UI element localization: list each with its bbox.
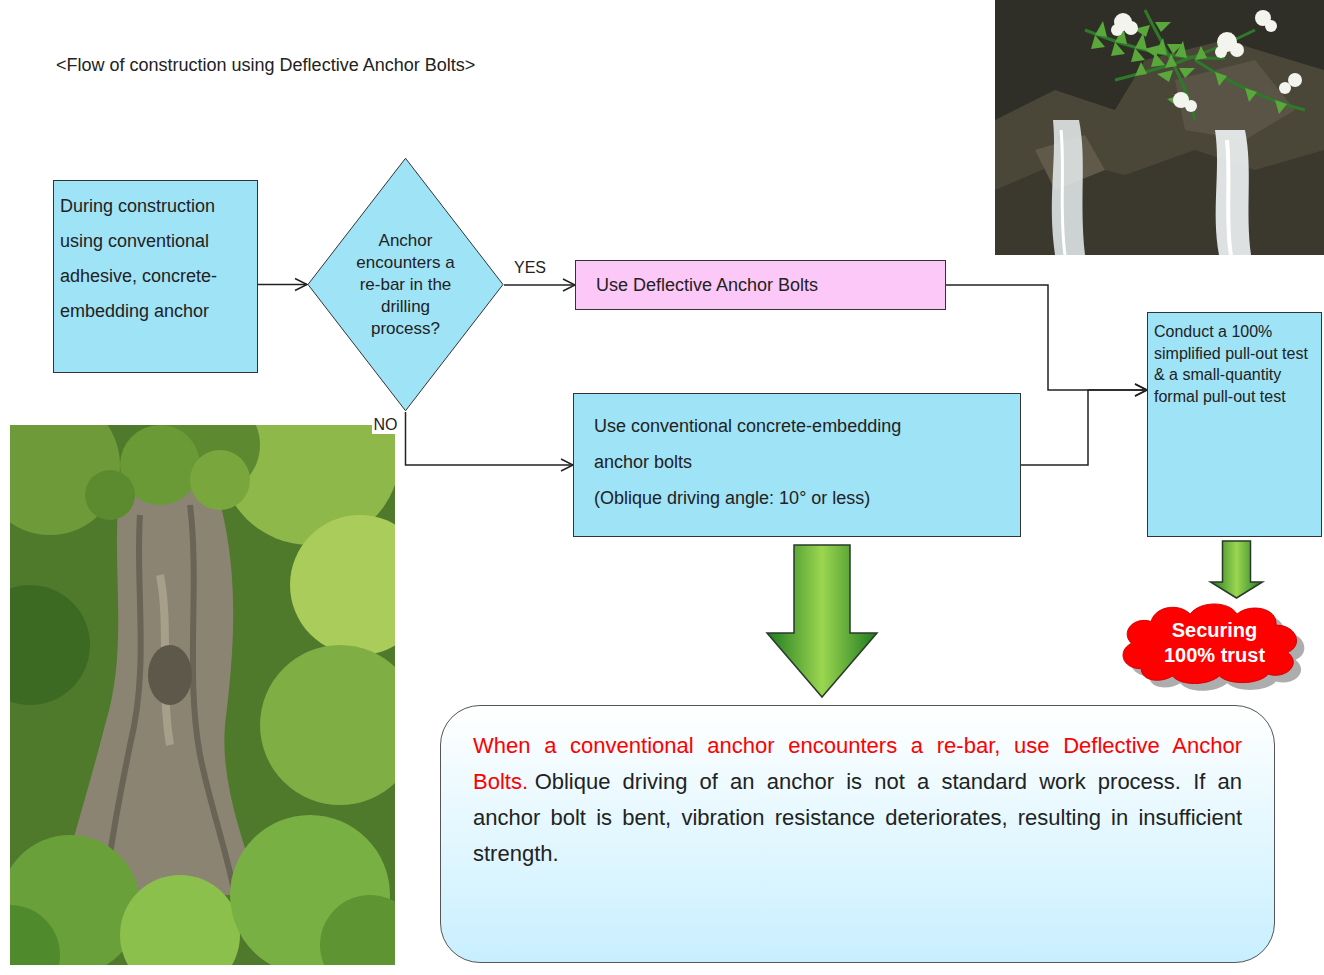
diagram-title: <Flow of construction using Deflective A… bbox=[56, 55, 475, 76]
node-text: Use conventional concrete-embedding anch… bbox=[594, 408, 954, 480]
connector-line bbox=[258, 284, 307, 286]
block-arrow bbox=[1211, 541, 1263, 598]
connector-line bbox=[406, 412, 574, 465]
arrow-head bbox=[295, 279, 307, 291]
test-box: Conduct a 100% simplified pull-out test … bbox=[1147, 312, 1322, 537]
connector-line bbox=[946, 285, 1147, 390]
node-text: Use Deflective Anchor Bolts bbox=[596, 275, 818, 296]
connector-arrow bbox=[946, 285, 1147, 396]
connector-arrow bbox=[504, 279, 575, 291]
connector-arrow bbox=[767, 545, 877, 697]
cloud-shape bbox=[1123, 604, 1297, 684]
node-text: (Oblique driving angle: 10° or less) bbox=[594, 480, 1000, 516]
connector-arrow bbox=[1021, 384, 1147, 465]
connector-line bbox=[504, 284, 575, 286]
node-text: Oblique driving of an anchor is not a st… bbox=[473, 769, 1242, 866]
waterfall-photo bbox=[995, 0, 1324, 255]
diamond-shape bbox=[308, 158, 503, 410]
edge-label: YES bbox=[512, 259, 548, 277]
arrow-head bbox=[563, 279, 575, 291]
arrow-head bbox=[561, 459, 573, 471]
note-box: When a conventional anchor encounters a … bbox=[440, 705, 1275, 963]
connector-arrow bbox=[258, 279, 307, 291]
process-box: Use Deflective Anchor Bolts bbox=[575, 260, 946, 310]
arrow-head bbox=[1135, 384, 1147, 396]
node-text: Anchor encounters a re-bar in the drilli… bbox=[346, 230, 466, 340]
block-arrow bbox=[767, 545, 877, 697]
process-box: Use conventional concrete-embedding anch… bbox=[573, 393, 1021, 537]
decision-diamond: Anchor encounters a re-bar in the drilli… bbox=[307, 157, 504, 412]
connector-arrow bbox=[1211, 541, 1263, 598]
tree-photo bbox=[10, 425, 395, 965]
edge-label: NO bbox=[372, 416, 400, 434]
node-text: Securing 100% trust bbox=[1150, 618, 1280, 668]
connector-line bbox=[1021, 390, 1147, 465]
start-box: During construction using conventional a… bbox=[53, 180, 258, 373]
result-cloud: Securing 100% trust bbox=[1112, 596, 1317, 696]
node-text: During construction using conventional a… bbox=[60, 189, 251, 329]
connector-arrow bbox=[406, 412, 574, 471]
node-text: Conduct a 100% simplified pull-out test … bbox=[1154, 321, 1315, 407]
